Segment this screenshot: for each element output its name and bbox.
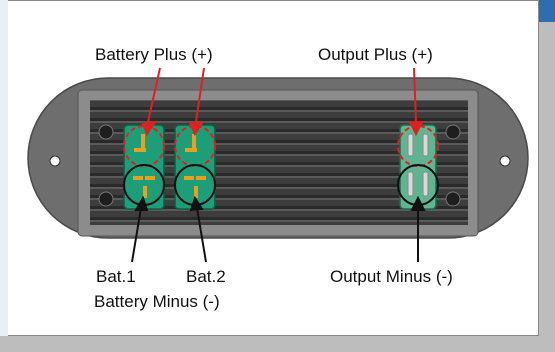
arrow-bat1-minus [131,207,142,263]
arrow-head [134,195,149,211]
arrow-output-plus [413,67,417,123]
arrow-head [189,195,204,212]
arrow-head [141,120,158,137]
arrow-head [410,195,426,211]
label-battery-plus: Battery Plus (+) [95,45,213,64]
output-plus-marker [397,125,439,167]
label-output-plus: Output Plus (+) [318,45,433,64]
screw-icon [445,124,461,140]
screw-icon [98,124,114,140]
screw-icon [445,191,461,207]
label-bat1: Bat.1 [96,267,136,286]
mount-hole-right [499,155,511,167]
label-output-minus: Output Minus (-) [330,267,453,286]
bat1-connector [123,124,165,210]
frame-corner-accent [539,0,555,22]
arrow-bat2-minus [196,207,207,263]
arrow-battery-plus-2 [195,67,205,123]
bat2-plus-marker [174,125,216,167]
arrow-battery-plus-1 [147,67,161,123]
arrow-head [188,122,204,137]
label-battery-minus: Battery Minus (-) [94,292,220,311]
frame-shadow-bottom [0,336,555,352]
frame-left-strip [0,0,8,336]
frame-shadow-right [539,0,555,352]
mount-hole-left [49,155,61,167]
label-bat2: Bat.2 [186,267,226,286]
screw-icon [98,191,114,207]
arrow-head [408,121,424,137]
bat1-plus-marker [123,125,165,167]
